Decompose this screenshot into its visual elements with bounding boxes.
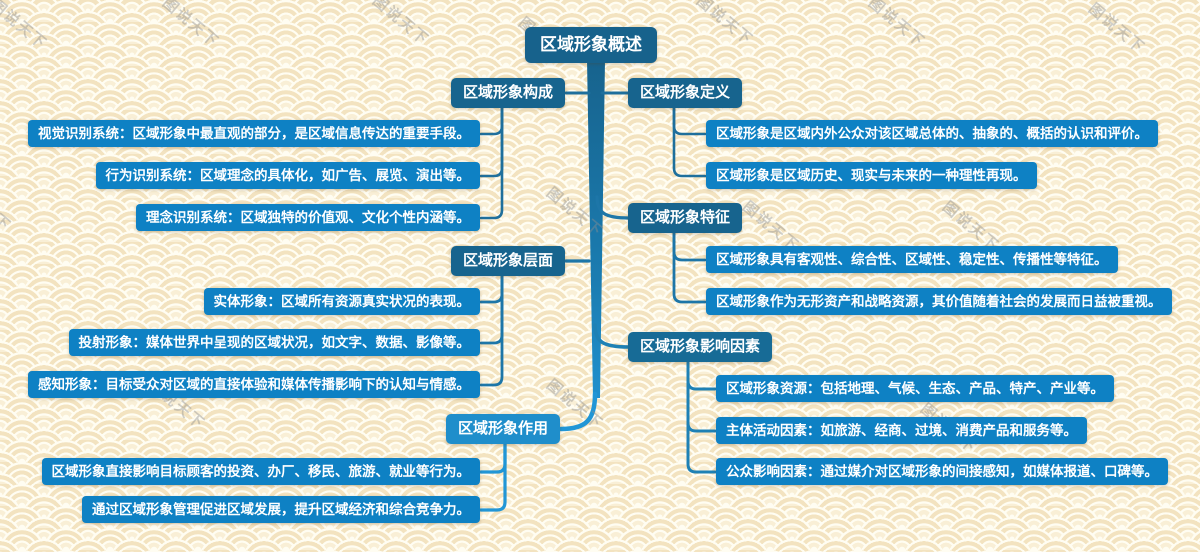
leaf-node[interactable]: 视觉识别系统：区域形象中最直观的部分，是区域信息传达的重要手段。 — [28, 120, 480, 147]
link-function — [558, 391, 598, 432]
leaf-node[interactable]: 区域形象直接影响目标顾客的投资、办厂、移民、旅游、就业等行为。 — [41, 458, 480, 485]
link-influencing-factors — [593, 323, 631, 349]
leaf-node[interactable]: 通过区域形象管理促进区域发展，提升区域经济和综合竞争力。 — [82, 496, 480, 523]
leaf-node[interactable]: 行为识别系统：区域理念的具体化，如广告、展览、演出等。 — [95, 162, 480, 189]
branch-node-function[interactable]: 区域形象作用 — [445, 414, 560, 444]
branch-node-influencing-factors[interactable]: 区域形象影响因素 — [628, 332, 773, 362]
link-characteristics — [595, 195, 631, 220]
leaf-node[interactable]: 公众影响因素：通过媒介对区域形象的间接感知，如媒体报道、口碑等。 — [716, 458, 1168, 485]
links-composition-children — [479, 106, 504, 220]
links-function-children — [479, 442, 507, 512]
leaf-node[interactable]: 区域形象是区域历史、现实与未来的一种理性再现。 — [706, 162, 1037, 189]
links-characteristics-children — [672, 231, 707, 304]
central-topic-node[interactable]: 区域形象概述 — [525, 27, 657, 63]
links-influencing-children — [686, 360, 717, 474]
leaf-node[interactable]: 区域形象是区域内外公众对该区域总体的、抽象的、概括的认识和评价。 — [706, 120, 1158, 147]
links-definition-children — [672, 106, 707, 178]
leaf-node[interactable]: 感知形象：目标受众对区域的直接体验和媒体传播影响下的认知与情感。 — [28, 371, 480, 398]
trunk-line — [587, 60, 605, 398]
leaf-node[interactable]: 区域形象作为无形资产和战略资源，其价值随着社会的发展而日益被重视。 — [706, 288, 1172, 315]
leaf-node[interactable]: 实体形象：区域所有资源真实状况的表现。 — [203, 288, 480, 315]
branch-node-definition[interactable]: 区域形象定义 — [628, 78, 743, 108]
leaf-node[interactable]: 理念识别系统：区域独特的价值观、文化个性内涵等。 — [136, 204, 480, 231]
links-levels-children — [479, 274, 504, 387]
branch-node-characteristics[interactable]: 区域形象特征 — [628, 203, 743, 233]
branch-node-composition[interactable]: 区域形象构成 — [450, 78, 565, 108]
leaf-node[interactable]: 区域形象具有客观性、综合性、区域性、稳定性、传播性等特征。 — [706, 246, 1118, 273]
leaf-node[interactable]: 投射形象：媒体世界中呈现的区域状况，如文字、数据、影像等。 — [68, 329, 480, 356]
branch-node-levels[interactable]: 区域形象层面 — [450, 246, 565, 276]
leaf-node[interactable]: 区域形象资源：包括地理、气候、生态、产品、特产、产业等。 — [716, 375, 1114, 402]
leaf-node[interactable]: 主体活动因素：如旅游、经商、过境、消费产品和服务等。 — [716, 417, 1087, 444]
